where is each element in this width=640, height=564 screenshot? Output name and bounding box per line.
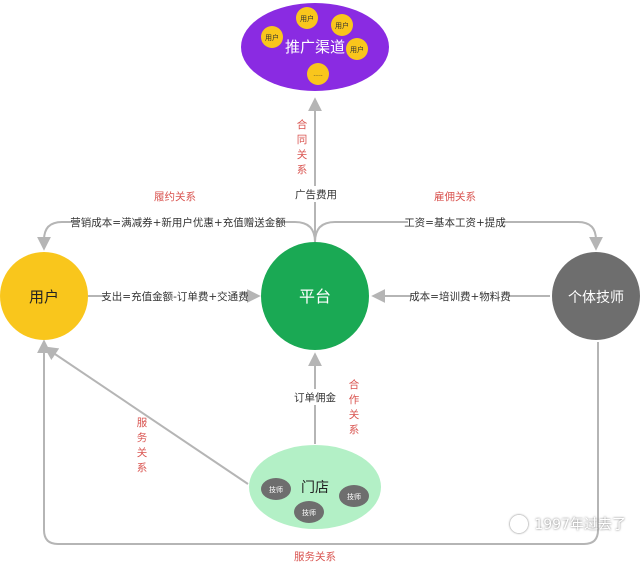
store-technician-label: 技师 xyxy=(347,492,361,501)
technician-label: 个体技师 xyxy=(568,290,624,306)
tech-cost-label: 成本=培训费+物料费 xyxy=(409,290,511,303)
edge-platform-to-technician xyxy=(314,221,603,251)
channel-user-token-label: 用户 xyxy=(350,45,364,54)
tech-cost-bg xyxy=(412,288,508,304)
channel-user-token xyxy=(331,14,353,36)
marketing-cost-bg xyxy=(80,214,276,230)
wage-bg xyxy=(408,214,502,230)
wage-label: 工资=基本工资+提成 xyxy=(404,216,506,229)
ad-fee-label: 广告费用 xyxy=(295,188,337,201)
store-technician-badge xyxy=(261,478,291,500)
channel-user-token-label: 用户 xyxy=(265,33,279,42)
edge-platform-to-user xyxy=(37,221,316,251)
ad-fee-bg xyxy=(292,186,340,202)
user-expense-bg xyxy=(106,288,244,304)
user-circle xyxy=(0,252,88,340)
cooperation-bottom-relation-label: 合作关系 xyxy=(349,378,360,436)
node-store: 门店 技师 技师 技师 xyxy=(249,445,381,529)
channel-user-token xyxy=(296,7,318,29)
technician-circle xyxy=(552,252,640,340)
order-commission-label: 订单佣金 xyxy=(294,391,336,404)
user-label: 用户 xyxy=(29,288,59,306)
store-ellipse xyxy=(249,445,381,529)
label-backgrounds xyxy=(80,186,508,405)
wechat-icon xyxy=(510,515,529,533)
platform-label: 平台 xyxy=(299,287,331,306)
store-technician-label: 技师 xyxy=(269,485,283,494)
user-expense-label: 支出=充值金额-订单费+交通费 xyxy=(101,290,248,303)
channel-user-token xyxy=(261,26,283,48)
node-channel: 用户 用户 用户 用户 ..... 推广渠道 xyxy=(241,3,389,91)
store-technician-label: 技师 xyxy=(302,508,316,517)
node-platform: 平台 xyxy=(261,242,369,350)
order-commission-bg xyxy=(290,389,340,405)
edge-store-to-user xyxy=(43,346,249,485)
platform-circle xyxy=(261,242,369,350)
channel-more-token-label: ..... xyxy=(313,71,323,78)
edge-technician-to-user xyxy=(37,339,599,545)
channel-user-token-label: 用户 xyxy=(335,21,349,30)
service-store-relation-label: 服务关系 xyxy=(137,417,148,474)
store-technician-badge xyxy=(339,485,369,507)
channel-user-token xyxy=(346,38,368,60)
employment-relation-label: 雇佣关系 xyxy=(434,190,476,203)
channel-label: 推广渠道 xyxy=(285,38,345,56)
node-user: 用户 xyxy=(0,252,88,340)
node-technician: 个体技师 xyxy=(552,252,640,340)
fulfillment-relation-label: 履约关系 xyxy=(154,190,196,203)
store-technician-badge xyxy=(294,501,324,523)
service-bottom-relation-label: 服务关系 xyxy=(294,550,336,563)
marketing-cost-label: 营销成本=满减券+新用户优惠+充值赠送金额 xyxy=(70,216,286,229)
watermark: 1997年过去了 xyxy=(510,514,626,534)
channel-more-token xyxy=(307,63,329,85)
cooperation-top-relation-label: 合同关系 xyxy=(297,118,308,176)
store-label: 门店 xyxy=(301,480,329,496)
watermark-text: 1997年过去了 xyxy=(534,517,626,533)
channel-user-token-label: 用户 xyxy=(300,14,314,23)
